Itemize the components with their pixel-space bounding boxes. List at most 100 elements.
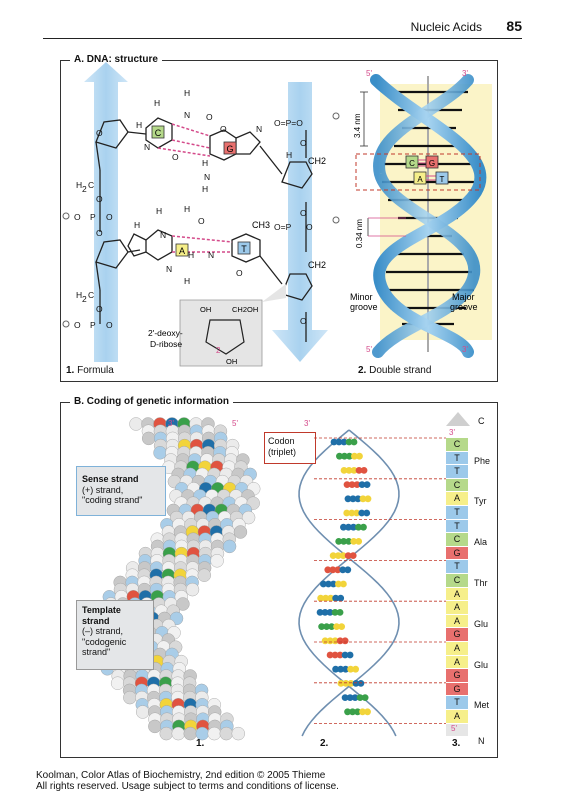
footer-line-2: All rights reserved. Usage subject to te… [36, 781, 339, 792]
nucleotide-atom [334, 566, 342, 574]
svg-text:H: H [156, 206, 162, 216]
sense-strand-callout [76, 466, 166, 516]
page-header: Nucleic Acids 85 [0, 18, 564, 40]
nucleotide-atom [354, 708, 361, 716]
prime-5-bottom: 5' [366, 345, 372, 354]
nucleotide-atom [359, 708, 366, 716]
sugar-label-line1: 2'-deoxy- [148, 328, 183, 338]
nucleotide-atom [340, 538, 348, 545]
ch2-label-bottom: CH2 [308, 260, 326, 270]
nucleotide-atom [352, 665, 360, 673]
svg-text:N: N [144, 142, 150, 152]
helix-base-c: C [409, 159, 415, 168]
atom-sphere [123, 690, 137, 705]
dna-double-helix: C G A T 3.4 nm 0.34 nm 5' 3' 5' 3' Minor… [350, 69, 492, 358]
svg-text:O: O [96, 194, 103, 204]
major-groove-label-2: groove [450, 302, 478, 312]
nucleotide-atom [330, 438, 338, 446]
sequence-base: C [446, 574, 468, 588]
b1-prime-5: 5' [232, 419, 238, 428]
nucleotide-atom [364, 495, 372, 503]
nucleotide-atom [336, 609, 344, 616]
nucleotide-atom [341, 452, 348, 460]
nucleotide-atom [336, 637, 344, 645]
terminal-n: N [478, 735, 485, 746]
svg-text:H: H [184, 88, 190, 98]
nucleotide-atom [350, 467, 358, 474]
sequence-base: A [446, 601, 468, 615]
atom-sphere [183, 726, 197, 741]
sequence-base: A [446, 614, 468, 629]
nucleotide-atom [328, 623, 336, 630]
b3-prime-5: 5' [451, 723, 457, 733]
nucleotide-atom [338, 623, 346, 630]
nucleotide-atom [335, 538, 343, 545]
nucleotide-atom [340, 580, 347, 588]
ch3-label: CH3 [252, 220, 270, 230]
sugar-label-line2: D-ribose [150, 339, 182, 349]
atom-sphere [159, 726, 173, 741]
svg-text:2: 2 [82, 294, 87, 304]
amino-acid-label: Glu [474, 618, 489, 629]
section-a-title: A. DNA: structure [70, 54, 162, 65]
nucleotide-atom [349, 552, 357, 559]
sequence-base: G [446, 546, 468, 561]
nucleotide-atom [350, 438, 358, 446]
nucleotide-atom [326, 651, 334, 659]
atom-sphere [197, 568, 211, 582]
svg-text:O: O [306, 222, 313, 232]
svg-text:O: O [300, 138, 307, 148]
nucleotide-atom [332, 594, 340, 602]
atom-sphere [148, 719, 162, 734]
svg-text:O: O [300, 316, 307, 326]
nucleotide-atom [317, 594, 325, 602]
b2-prime-3: 3' [304, 419, 310, 428]
svg-text:O: O [300, 208, 307, 218]
svg-text:O: O [74, 320, 81, 330]
nucleotide-atom [323, 623, 331, 630]
sugar-position-2: 2 [216, 346, 221, 355]
svg-text:H: H [76, 180, 82, 190]
nucleotide-atom [335, 438, 343, 446]
nucleotide-atom [344, 566, 352, 574]
helix-base-g: G [429, 159, 435, 168]
nucleotide-atom [363, 509, 371, 517]
atom-sphere [222, 539, 237, 554]
nucleotide-atom [340, 523, 347, 531]
nucleotide-atom [341, 694, 349, 701]
nucleotide-atom [333, 623, 341, 630]
svg-text:N: N [204, 172, 210, 182]
svg-text:O: O [198, 216, 205, 226]
svg-text:N: N [160, 230, 166, 240]
sequence-base: T [446, 696, 468, 710]
nucleotide-atom [337, 665, 345, 673]
svg-text:O: O [220, 124, 227, 134]
amino-acid-label: Thr [474, 578, 488, 588]
nucleotide-atom [316, 609, 324, 616]
nucleotide-atom [339, 566, 347, 574]
svg-text:H: H [188, 250, 194, 260]
strand-direction-arrow-down [272, 82, 328, 362]
section-b-title: B. Coding of genetic information [70, 396, 233, 407]
atom-sphere [129, 417, 143, 431]
running-title: Nucleic Acids [410, 20, 482, 34]
svg-text:O=P: O=P [274, 222, 292, 232]
dimension-0-34nm: 0.34 nm [355, 219, 364, 248]
nucleotide-atom [332, 665, 340, 673]
nucleotide-atom [331, 609, 339, 616]
atom-sphere [210, 554, 224, 568]
template-strand-callout [76, 600, 154, 670]
sequence-base: A [446, 587, 468, 602]
svg-text:O: O [172, 152, 179, 162]
minor-groove-label-1: Minor [350, 292, 373, 302]
sequence-base: A [446, 710, 468, 724]
base-g-label: G [226, 144, 233, 154]
nucleotide-atom [342, 665, 350, 673]
nucleotide-atom [336, 452, 343, 460]
section-b-frame [60, 402, 498, 758]
sequence-base: C [446, 478, 468, 493]
nucleotide-atom [343, 481, 351, 488]
svg-text:O: O [206, 112, 213, 122]
svg-text:N: N [184, 110, 190, 120]
amino-acid-label: Glu [474, 659, 489, 670]
